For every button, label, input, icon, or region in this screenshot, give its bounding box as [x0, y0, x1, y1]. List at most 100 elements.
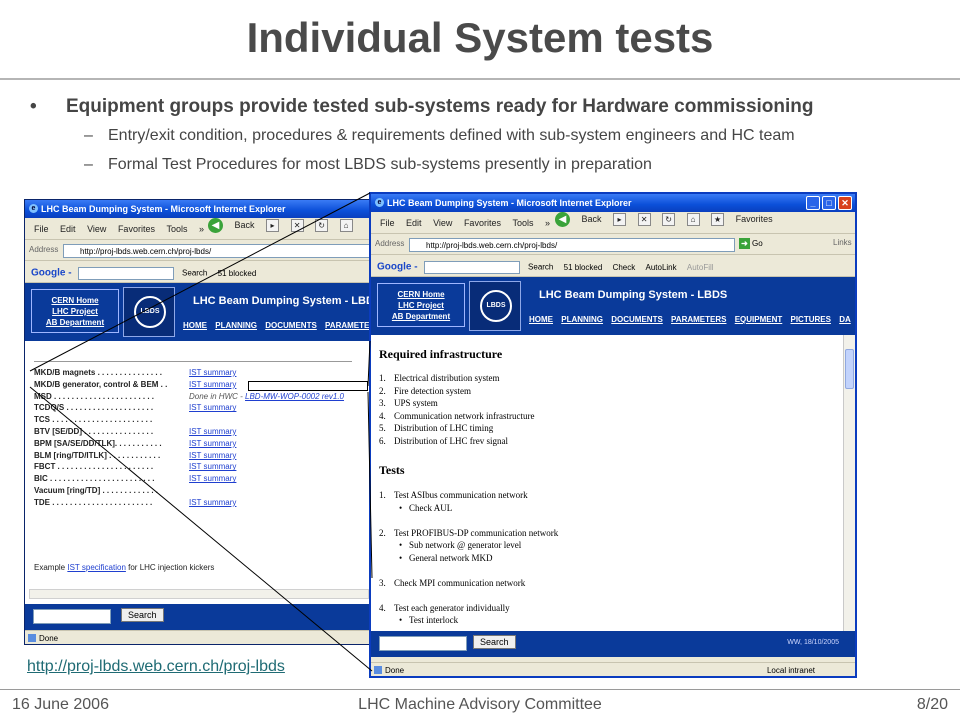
lbds-website-link[interactable]: http://proj-lbds.web.cern.ch/proj-lbds	[27, 658, 285, 675]
link-lhc-project[interactable]: LHC Project	[398, 301, 444, 310]
site-search-input[interactable]	[33, 609, 111, 624]
hwc-document-link[interactable]: LBD-MW-WOP-0002 rev1.0	[245, 391, 345, 401]
item-text: Check MPI communication network	[394, 577, 526, 588]
favorites-button[interactable]: Favorites	[735, 213, 773, 224]
link-cern-home[interactable]: CERN Home	[51, 296, 99, 305]
back-button[interactable]: Back	[234, 219, 255, 230]
google-logo[interactable]: Google -	[377, 261, 418, 273]
item-number: 2.	[379, 385, 386, 396]
nav-data[interactable]: DA	[839, 315, 851, 324]
refresh-icon[interactable]: ↻	[315, 219, 329, 232]
stop-icon[interactable]: ✕	[290, 219, 304, 232]
nav-planning[interactable]: PLANNING	[561, 315, 604, 324]
autofill-button[interactable]: AutoFill	[686, 262, 714, 272]
ist-summary-link[interactable]: IST summary	[189, 368, 236, 377]
google-search-button[interactable]: Search	[182, 268, 208, 278]
scrollbar-thumb[interactable]	[845, 349, 854, 389]
spell-check-button[interactable]: Check	[612, 262, 636, 272]
menu-favorites[interactable]: Favorites	[117, 224, 155, 234]
nav-documents[interactable]: DOCUMENTS	[611, 315, 663, 324]
google-logo[interactable]: Google -	[31, 267, 72, 279]
ist-value-text: IST summary	[189, 450, 237, 460]
popup-blocker[interactable]: 51 blocked	[217, 268, 257, 278]
test-item: 2.Test PROFIBUS-DP communication network	[379, 528, 558, 538]
menu-tools[interactable]: Tools	[512, 218, 534, 228]
nav-home[interactable]: HOME	[183, 321, 207, 330]
ist-summary-link[interactable]: IST summary	[189, 462, 236, 471]
nav-parameters[interactable]: PARAMETERS	[325, 321, 373, 330]
footer-page-number: 8/20	[916, 696, 948, 713]
table-row: FBCT . . . . . . . . . . . . . . . . . .…	[34, 462, 236, 471]
popup-blocker[interactable]: 51 blocked	[563, 262, 603, 272]
menu-edit[interactable]: Edit	[406, 218, 422, 228]
forward-arrow-icon[interactable]: ▸	[613, 213, 627, 226]
nav-home[interactable]: HOME	[529, 315, 553, 324]
ist-summary-link[interactable]: IST summary	[189, 474, 236, 483]
close-icon[interactable]: ✕	[838, 196, 852, 210]
ist-summary-link[interactable]: IST summary	[189, 380, 236, 389]
nav-parameters[interactable]: PARAMETERS	[671, 315, 727, 324]
item-number: 1.	[379, 490, 386, 500]
ist-value-text: IST summary	[189, 474, 237, 484]
site-search-input[interactable]	[379, 636, 467, 651]
lbds-logo-text: LBDS	[480, 290, 512, 322]
item-text: Distribution of LHC timing	[394, 423, 494, 433]
horizontal-scrollbar[interactable]	[29, 589, 369, 599]
menu-file[interactable]: File	[34, 224, 49, 234]
back-arrow-icon[interactable]: ◀	[208, 218, 223, 233]
link-lhc-project[interactable]: LHC Project	[52, 307, 98, 316]
refresh-icon[interactable]: ↻	[662, 213, 676, 226]
menu-favorites[interactable]: Favorites	[463, 218, 501, 228]
star-icon[interactable]: ★	[711, 213, 725, 226]
google-search-input[interactable]	[77, 267, 174, 280]
google-search-button[interactable]: Search	[528, 262, 554, 272]
site-footer: Search	[25, 604, 373, 632]
minimize-icon[interactable]: _	[806, 196, 820, 210]
links-button[interactable]: Links	[833, 238, 852, 247]
ist-summary-link[interactable]: IST summary	[189, 403, 236, 412]
table-row: BIC . . . . . . . . . . . . . . . . . . …	[34, 474, 236, 483]
home-icon[interactable]: ⌂	[686, 213, 700, 226]
nav-equipment[interactable]: EQUIPMENT	[734, 315, 783, 324]
nav-pictures[interactable]: PICTURES	[790, 315, 831, 324]
nav-documents[interactable]: DOCUMENTS	[265, 321, 317, 330]
slide-title: Individual System tests	[246, 14, 714, 61]
menu-more[interactable]: »	[545, 218, 551, 228]
site-search-button[interactable]: Search	[473, 635, 516, 649]
table-divider	[34, 361, 352, 362]
link-ab-department[interactable]: AB Department	[391, 312, 451, 321]
address-input[interactable]: http://proj-lbds.web.cern.ch/proj-lbds/	[409, 238, 735, 252]
google-search-input[interactable]	[423, 261, 520, 274]
home-icon[interactable]: ⌂	[339, 219, 353, 232]
back-button[interactable]: Back	[581, 213, 602, 224]
tests-page-content: Required infrastructure 1.Electrical dis…	[371, 335, 855, 631]
item-text: Electrical distribution system	[394, 373, 500, 383]
menu-view[interactable]: View	[433, 218, 453, 228]
menu-tools[interactable]: Tools	[166, 224, 188, 234]
vertical-scrollbar[interactable]	[843, 335, 855, 631]
link-cern-home[interactable]: CERN Home	[397, 290, 445, 299]
menu-view[interactable]: View	[87, 224, 107, 234]
stop-icon[interactable]: ✕	[637, 213, 651, 226]
ist-summary-link[interactable]: IST summary	[189, 498, 236, 507]
dash-glyph: –	[84, 127, 93, 144]
maximize-icon[interactable]: □	[822, 196, 836, 210]
nav-planning[interactable]: PLANNING	[215, 321, 258, 330]
back-arrow-icon[interactable]: ◀	[555, 212, 570, 227]
site-search-button[interactable]: Search	[121, 608, 164, 622]
autolink-button[interactable]: AutoLink	[645, 262, 677, 272]
ist-summary-link[interactable]: IST summary	[189, 439, 236, 448]
window-titlebar[interactable]: e LHC Beam Dumping System - Microsoft In…	[371, 194, 855, 212]
forward-arrow-icon[interactable]: ▸	[266, 219, 280, 232]
site-title: LHC Beam Dumping System - LBDS	[539, 289, 728, 301]
link-ab-department[interactable]: AB Department	[45, 318, 105, 327]
ist-summary-link[interactable]: IST summary	[189, 451, 236, 460]
menu-file[interactable]: File	[380, 218, 395, 228]
go-button[interactable]: ➜Go	[739, 238, 763, 249]
address-input[interactable]: http://proj-lbds.web.cern.ch/proj-lbds/	[63, 244, 371, 258]
window-titlebar[interactable]: e LHC Beam Dumping System - Microsoft In…	[25, 200, 373, 218]
zoom-highlight-box	[248, 381, 368, 391]
menu-edit[interactable]: Edit	[60, 224, 76, 234]
ist-summary-link[interactable]: IST summary	[189, 427, 236, 436]
ist-specification-link[interactable]: IST specification	[67, 563, 126, 572]
